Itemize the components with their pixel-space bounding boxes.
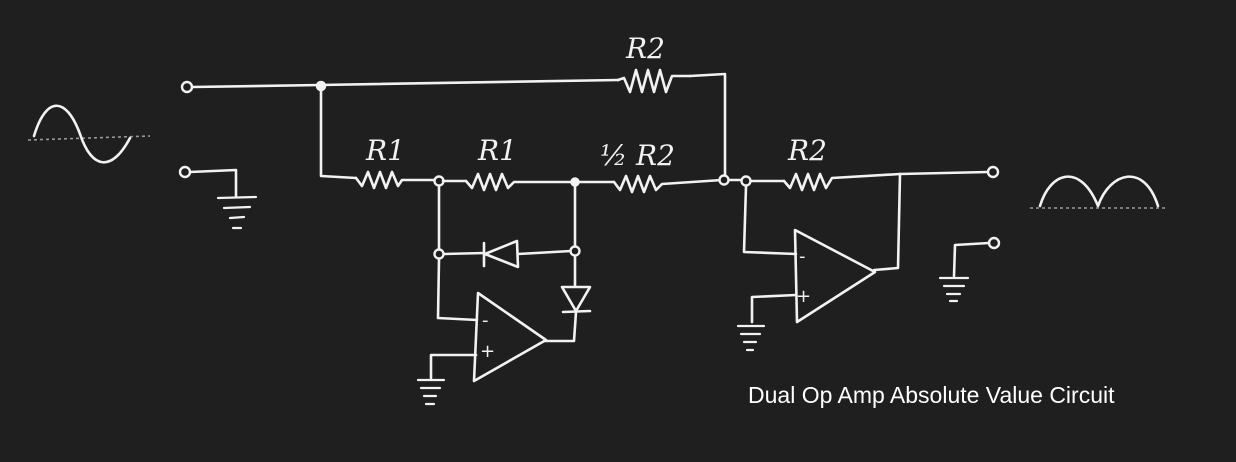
output-diode-icon <box>560 285 592 314</box>
ground-symbol-output <box>938 276 970 303</box>
ground-symbol-opamp-1 <box>416 378 446 406</box>
junction-diode-right <box>569 245 581 257</box>
input-sine-wave-icon <box>27 104 151 164</box>
label-half-r2: ½ R2 <box>600 139 675 172</box>
opamp-1-inverting-wire <box>436 257 479 322</box>
r1-branch-wire <box>319 84 358 180</box>
r1-feedback-resistor <box>464 172 574 192</box>
opamp-1-minus-sign: - <box>482 310 489 331</box>
opamp-2 <box>793 228 877 324</box>
r2-feedback-resistor <box>782 172 902 192</box>
node-inverting-input-2 <box>740 175 752 187</box>
diode-branch-right-wire <box>516 249 573 256</box>
input-ground-terminal <box>178 165 238 198</box>
output-diode-bottom-wire <box>543 310 578 343</box>
half-r2-resistor <box>612 174 724 194</box>
opamp-2-output-feedback-wire <box>872 172 902 272</box>
feedback-diode-icon <box>482 239 520 269</box>
ground-symbol-opamp-2 <box>736 324 766 352</box>
opamp-2-noninverting-wire <box>750 293 798 324</box>
output-terminal <box>986 165 1000 179</box>
diagram-caption: Dual Op Amp Absolute Value Circuit <box>748 382 1115 408</box>
label-r1-input: R1 <box>365 134 405 167</box>
label-r2-feedback: R2 <box>787 134 827 167</box>
input-terminal <box>180 80 322 94</box>
node-summing-junction <box>718 174 730 186</box>
opamp-2-plus-sign: + <box>796 286 811 307</box>
output-rectified-wave-icon <box>1030 175 1168 209</box>
label-r1-feedback: R1 <box>477 134 517 167</box>
feedforward-return-wire <box>688 72 727 182</box>
diode-branch-wire <box>442 251 486 256</box>
output-wire <box>898 170 990 176</box>
r2-feedforward-resistor <box>616 68 692 94</box>
opamp-1-plus-sign: + <box>480 341 495 362</box>
opamp-2-inverting-wire <box>742 184 798 256</box>
opamp-2-minus-sign: - <box>799 246 806 267</box>
opamp-1 <box>472 291 548 383</box>
junction-diode-left <box>433 248 445 260</box>
output-ground-terminal <box>952 236 1001 278</box>
r1-input-resistor <box>354 170 439 190</box>
top-input-wire <box>318 78 620 87</box>
ground-symbol <box>216 195 258 230</box>
opamp-1-noninverting-wire <box>429 353 478 380</box>
label-r2-feedforward: R2 <box>625 32 665 65</box>
